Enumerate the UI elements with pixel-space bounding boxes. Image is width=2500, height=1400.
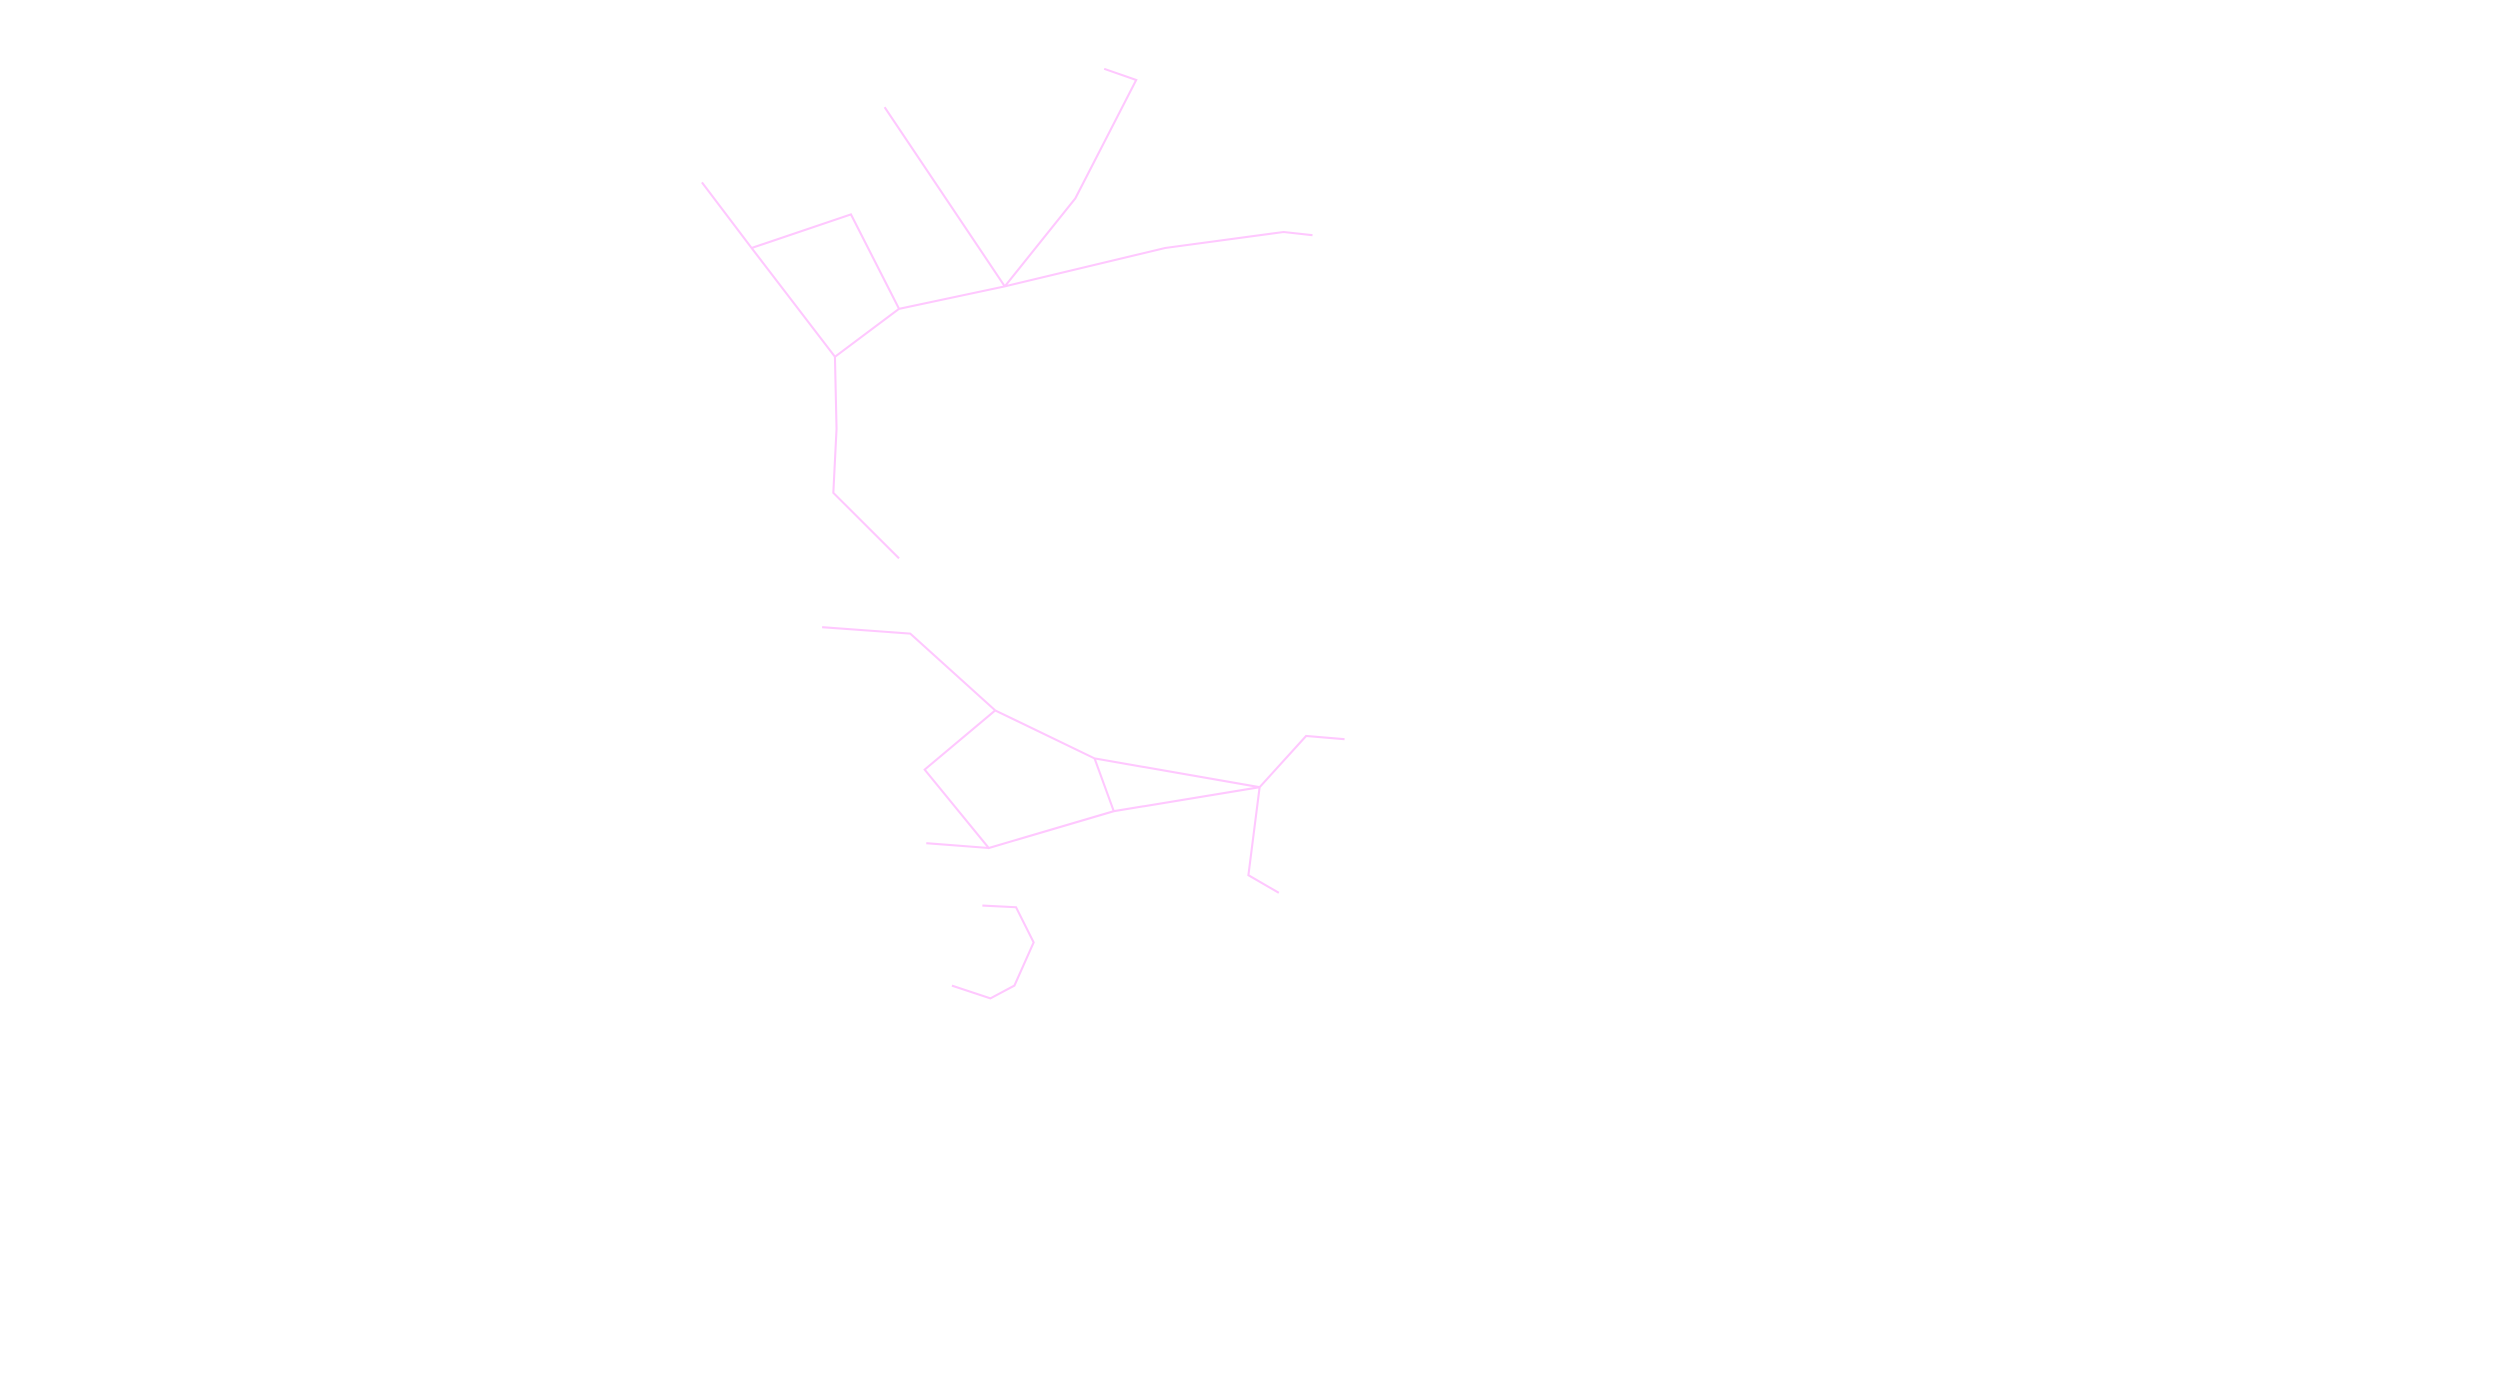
upper-tail bbox=[832, 356, 900, 560]
upper-left-arm bbox=[701, 181, 836, 358]
upper-skeleton bbox=[701, 67, 1313, 560]
upper-ring-top bbox=[751, 213, 900, 310]
lower-right-arm-down bbox=[1247, 787, 1280, 894]
small-chain bbox=[951, 904, 1035, 1000]
upper-backbone bbox=[834, 230, 1313, 358]
lower-right-arm-up bbox=[1258, 734, 1345, 788]
lower-ring bbox=[923, 709, 1260, 850]
lower-ring-bridge bbox=[1093, 758, 1115, 812]
upper-right-arm bbox=[1003, 67, 1138, 288]
lower-stub bbox=[926, 842, 989, 850]
small-chain-line bbox=[951, 904, 1035, 1000]
lower-left-arm bbox=[822, 626, 996, 712]
lower-skeleton bbox=[822, 626, 1345, 894]
upper-middle-arm bbox=[883, 106, 1006, 287]
